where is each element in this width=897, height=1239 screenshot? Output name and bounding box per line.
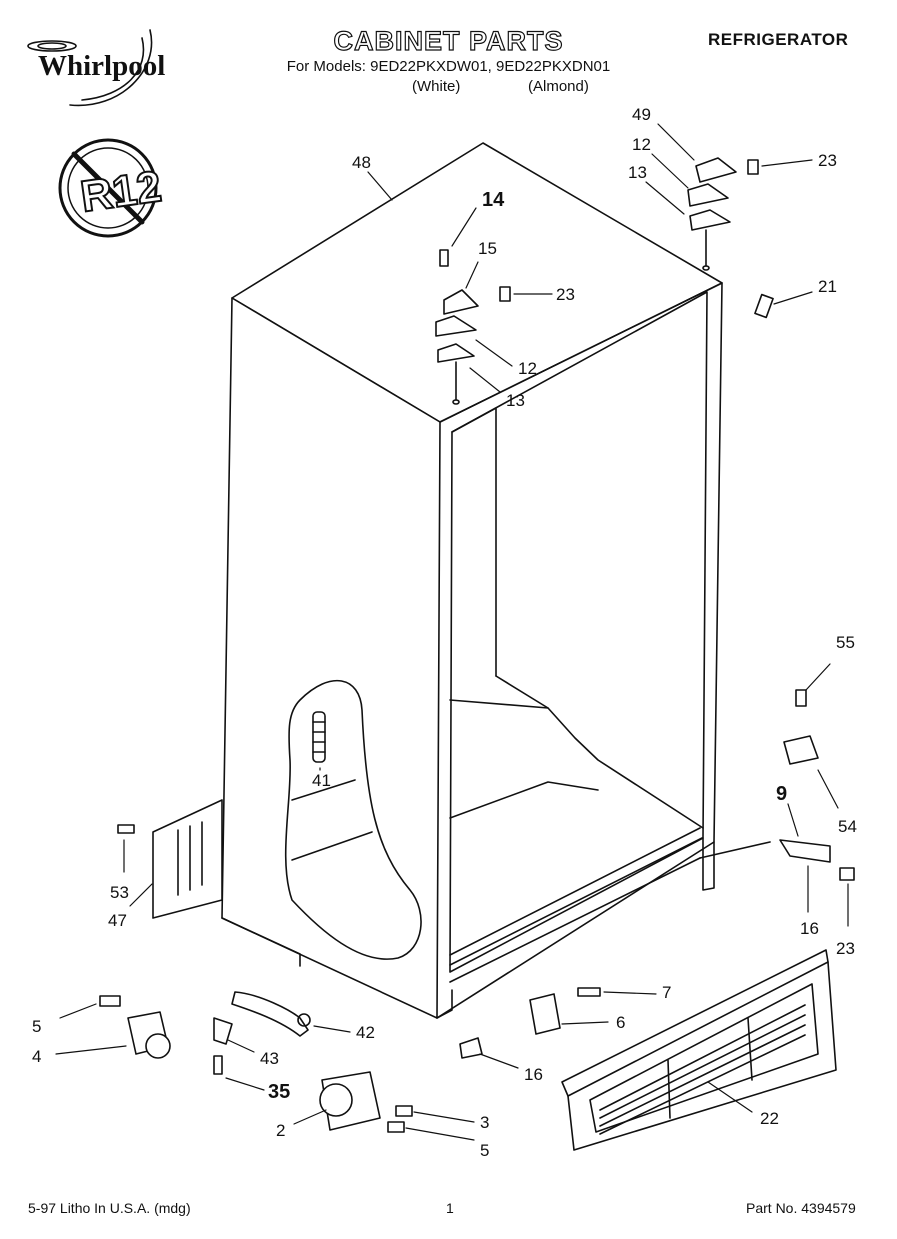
front-roller-4 <box>99 995 171 1059</box>
toe-grille-22 <box>561 949 837 1151</box>
lower-hinge-right <box>779 689 855 881</box>
insulation-cutaway <box>284 679 422 960</box>
no-r12-badge-icon <box>58 138 158 238</box>
cabinet-shell <box>221 142 771 1019</box>
clip-21 <box>754 293 774 319</box>
callout-41: 41 <box>312 771 331 790</box>
callout-12-right: 12 <box>632 135 651 154</box>
part-number: Part No. 4394579 <box>746 1200 856 1216</box>
callout-22: 22 <box>760 1109 779 1128</box>
callout-16-right: 16 <box>800 919 819 938</box>
rear-access-panel <box>152 799 223 919</box>
callout-49: 49 <box>632 105 651 124</box>
page-title: CABINET PARTS <box>333 25 564 56</box>
callout-13-right: 13 <box>628 163 647 182</box>
drain-tube <box>312 711 326 763</box>
callout-21: 21 <box>818 277 837 296</box>
callout-5-bottom: 5 <box>480 1141 489 1160</box>
callout-7: 7 <box>662 983 671 1002</box>
callout-14: 14 <box>482 189 505 211</box>
page-number: 1 <box>446 1200 454 1216</box>
callout-48: 48 <box>352 153 371 172</box>
callout-53: 53 <box>110 883 129 902</box>
callout-47: 47 <box>108 911 127 930</box>
r12-badge-text: R12 <box>78 162 165 222</box>
callout-9: 9 <box>776 783 787 805</box>
right-hinge-assembly <box>687 157 759 271</box>
leader-lines <box>55 123 849 1141</box>
whirlpool-swirl-icon <box>27 29 153 107</box>
callout-43: 43 <box>260 1049 279 1068</box>
print-info: 5-97 Litho In U.S.A. (mdg) <box>28 1200 191 1216</box>
variant-white: (White) <box>412 78 461 95</box>
water-line-42 <box>213 991 311 1045</box>
callout-35: 35 <box>268 1081 290 1103</box>
callout-3: 3 <box>480 1113 489 1132</box>
callout-23-lower: 23 <box>836 939 855 958</box>
brand-logo: Whirlpool <box>38 50 166 82</box>
center-hinge-assembly <box>435 249 511 405</box>
callout-15: 15 <box>478 239 497 258</box>
screw-53 <box>117 824 135 834</box>
callout-16-lower: 16 <box>524 1065 543 1084</box>
callout-23-center: 23 <box>556 285 575 304</box>
callout-13-center: 13 <box>506 391 525 410</box>
category-label: REFRIGERATOR <box>708 30 849 49</box>
variant-almond: (Almond) <box>528 78 589 95</box>
clip-16-lower <box>459 1037 483 1059</box>
callout-23-top: 23 <box>818 151 837 170</box>
leveling-bracket-6 <box>529 987 601 1035</box>
screw-35 <box>213 1055 223 1075</box>
callout-4: 4 <box>32 1047 41 1066</box>
callout-54: 54 <box>838 817 857 836</box>
callout-42: 42 <box>356 1023 375 1042</box>
screws-3-5 <box>387 1105 413 1133</box>
callout-12-center: 12 <box>518 359 537 378</box>
callout-2: 2 <box>276 1121 285 1140</box>
models-line: For Models: 9ED22PKXDW01, 9ED22PKXDN01 <box>286 58 611 75</box>
callout-6: 6 <box>616 1013 625 1032</box>
callout-5-top: 5 <box>32 1017 41 1036</box>
rear-roller-2 <box>319 1071 381 1131</box>
callout-55: 55 <box>836 633 855 652</box>
